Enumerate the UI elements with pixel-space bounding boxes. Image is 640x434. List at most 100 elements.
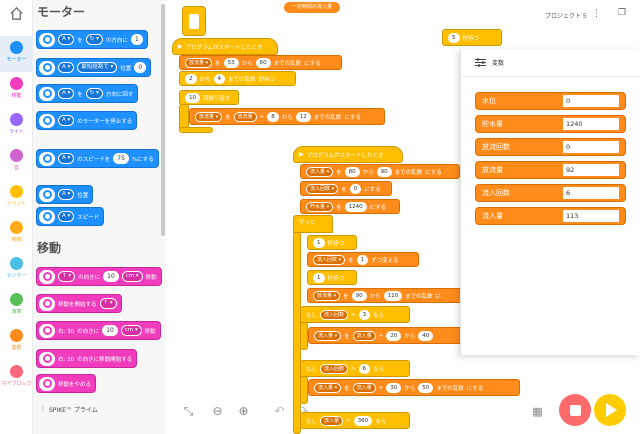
- zoom-out-icon[interactable]: ⊖: [212, 404, 223, 418]
- category-9[interactable]: マイブロック: [0, 360, 33, 396]
- workspace-block-part[interactable]: 6: [358, 363, 371, 374]
- block-part[interactable]: 10: [103, 271, 119, 282]
- workspace-block-part[interactable]: 流入量 ▾: [314, 330, 342, 341]
- workspace-block-part[interactable]: 50: [418, 382, 434, 393]
- forever-block[interactable]: ずっと: [293, 215, 333, 233]
- block-part[interactable]: 10: [102, 325, 118, 336]
- workspace-block-part[interactable]: 放流量 ▾: [195, 111, 223, 122]
- workspace-block-part[interactable]: 流入回数: [320, 309, 349, 320]
- block-part[interactable]: ↑ ▾: [99, 298, 117, 309]
- workspace-block-part[interactable]: 流入回数 ▾: [313, 254, 346, 265]
- when-program-starts-block-2[interactable]: ▶ プログラムがスタートしたとき: [293, 146, 403, 163]
- category-4[interactable]: イベント: [0, 180, 33, 216]
- workspace-block-part[interactable]: 12: [295, 111, 311, 122]
- category-7[interactable]: 演算: [0, 288, 33, 324]
- workspace-block-part[interactable]: 流入量: [320, 415, 344, 426]
- undo-icon[interactable]: ↶: [274, 404, 285, 418]
- workspace-block-part[interactable]: 40: [418, 330, 434, 341]
- motor-block-3[interactable]: A ▾のモーターを停止する: [36, 111, 138, 130]
- workspace-block-part[interactable]: 90: [376, 166, 392, 177]
- workspace-block-part[interactable]: 放流量 ▾: [185, 57, 213, 68]
- block-part[interactable]: A ▾: [58, 115, 75, 126]
- more-icon[interactable]: ⋮: [592, 9, 601, 19]
- workspace-block-part[interactable]: 0: [349, 183, 362, 194]
- motor-block-2[interactable]: A ▾を↻ ▾方向に回す: [36, 84, 139, 103]
- motor-block-5[interactable]: A ▾位置: [36, 185, 94, 204]
- category-1[interactable]: 移動: [0, 72, 33, 108]
- block-part[interactable]: ↑ ▾: [58, 271, 76, 282]
- workspace-block-part[interactable]: 53: [223, 57, 239, 68]
- workspace-block-part[interactable]: 流入量 ▾: [314, 382, 342, 393]
- workspace-block-part[interactable]: 流入回数 ▾: [306, 183, 339, 194]
- category-2[interactable]: ライト: [0, 108, 33, 144]
- move-block-1[interactable]: 移動を開始する↑ ▾: [36, 294, 122, 313]
- window-icon[interactable]: ❐: [618, 8, 627, 18]
- workspace-block-part[interactable]: 流入回数: [320, 363, 349, 374]
- workspace-block-part[interactable]: 貯水量 ▾: [306, 201, 334, 212]
- workspace-block-part[interactable]: 4: [213, 73, 226, 84]
- workspace-block-part[interactable]: 放流量 ▾: [313, 290, 341, 301]
- block-part[interactable]: 0: [134, 62, 147, 73]
- workspace-block-part[interactable]: 8: [267, 111, 279, 122]
- workspace-block-part[interactable]: 1: [313, 237, 325, 248]
- block-part[interactable]: A ▾: [58, 88, 75, 99]
- workspace-block-part[interactable]: 3: [358, 309, 371, 320]
- block-part[interactable]: A ▾: [58, 62, 75, 73]
- trigger-block[interactable]: [182, 6, 206, 36]
- workspace-block-part[interactable]: 20: [386, 330, 402, 341]
- palette-scrollbar[interactable]: [161, 4, 165, 236]
- block-part[interactable]: cm ▾: [120, 325, 142, 336]
- zoom-in-icon[interactable]: ⊕: [238, 404, 249, 418]
- category-5[interactable]: 制御: [0, 216, 33, 252]
- hub-grid-icon[interactable]: ▦: [532, 405, 543, 418]
- workspace-block-part[interactable]: 流入量: [352, 330, 376, 341]
- workspace-block-part[interactable]: 80: [344, 166, 360, 177]
- hub-selector[interactable]: ⋮ SPIKE™ プライム: [40, 405, 98, 414]
- home-icon[interactable]: [9, 6, 24, 21]
- category-8[interactable]: 変数: [0, 324, 33, 360]
- category-3[interactable]: 音: [0, 144, 33, 180]
- move-block-4[interactable]: 移動をやめる: [36, 374, 97, 393]
- workspace-block-part[interactable]: 2: [185, 73, 197, 84]
- block-part[interactable]: ↻ ▾: [85, 88, 103, 99]
- workspace-block-part[interactable]: 放流量: [233, 111, 257, 122]
- variables-panel-header[interactable]: 変数: [461, 49, 640, 77]
- block-part[interactable]: 1: [130, 34, 143, 45]
- workspace-block-part[interactable]: 360: [353, 415, 373, 426]
- block-part[interactable]: A ▾: [58, 211, 75, 222]
- block-part[interactable]: ↻ ▾: [85, 34, 103, 45]
- workspace-block-part[interactable]: 30: [386, 382, 402, 393]
- block-part[interactable]: A ▾: [58, 153, 75, 164]
- workspace-block-part[interactable]: 流入量: [352, 382, 376, 393]
- block-part[interactable]: A ▾: [58, 34, 75, 45]
- workspace-block-part[interactable]: 10: [185, 92, 200, 103]
- motor-block-6[interactable]: A ▾スピード: [36, 207, 105, 226]
- redo-icon[interactable]: ↷: [298, 404, 309, 418]
- category-0[interactable]: モーター: [0, 36, 33, 72]
- block-part[interactable]: 最短経路で ▾: [77, 62, 118, 73]
- when-program-starts-block-1[interactable]: ▶ プログラムがスタートしたとき: [172, 38, 278, 55]
- category-6[interactable]: センサー: [0, 252, 33, 288]
- workspace-block-part[interactable]: 流入量 ▾: [306, 166, 334, 177]
- fit-view-icon[interactable]: ⤡: [183, 404, 194, 418]
- project-name[interactable]: プロジェクト 5: [545, 13, 587, 20]
